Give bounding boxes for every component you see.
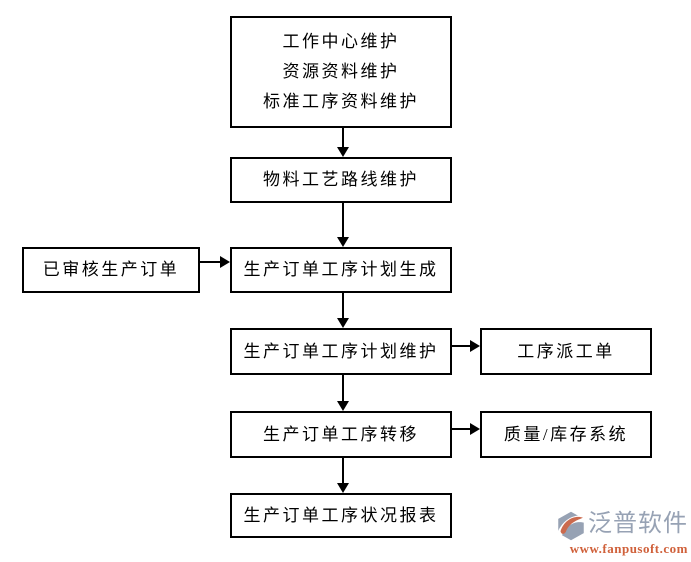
node-routing: 物料工艺路线维护 <box>230 157 452 203</box>
arrow-down-routing-to-plan-generate-icon <box>337 203 349 247</box>
arrow-right-transfer-to-quality-icon <box>452 422 480 435</box>
node-status-report: 生产订单工序状况报表 <box>230 493 452 538</box>
node-dispatch-order-label: 工序派工单 <box>517 341 615 361</box>
node-audited-order-label: 已审核生产订单 <box>42 260 180 279</box>
logo-brand-text: 泛普软件 <box>588 511 688 537</box>
node-status-report-label: 生产订单工序状况报表 <box>243 505 439 525</box>
fanpu-logo-icon <box>556 511 586 541</box>
logo-url-text: www.fanpusoft.com <box>569 541 688 556</box>
node-master-data-line-2: 资源资料维护 <box>282 62 400 81</box>
node-routing-label: 物料工艺路线维护 <box>263 170 419 189</box>
node-plan-maintain: 生产订单工序计划维护 <box>230 328 452 375</box>
node-master-data: 工作中心维护 资源资料维护 标准工序资料维护 <box>230 16 452 128</box>
node-dispatch-order: 工序派工单 <box>480 328 652 375</box>
arrow-down-transfer-to-report-icon <box>337 458 349 493</box>
node-plan-maintain-label: 生产订单工序计划维护 <box>243 341 439 361</box>
arrow-down-plan-generate-to-plan-maintain-icon <box>337 293 349 328</box>
node-quality-inventory: 质量/库存系统 <box>480 411 652 458</box>
node-plan-generate-label: 生产订单工序计划生成 <box>243 260 439 279</box>
arrow-down-master-to-routing-icon <box>337 128 349 157</box>
arrow-down-plan-maintain-to-transfer-icon <box>337 375 349 411</box>
fanpu-logo: 泛普软件 www.fanpusoft.com <box>556 508 688 558</box>
node-audited-order: 已审核生产订单 <box>22 247 200 293</box>
node-transfer-label: 生产订单工序转移 <box>263 424 419 444</box>
arrow-right-plan-maintain-to-dispatch-icon <box>452 339 480 352</box>
node-master-data-line-3: 标准工序资料维护 <box>263 92 419 111</box>
node-plan-generate: 生产订单工序计划生成 <box>230 247 452 293</box>
node-master-data-line-1: 工作中心维护 <box>282 32 400 51</box>
node-transfer: 生产订单工序转移 <box>230 411 452 458</box>
arrow-right-audited-to-plan-generate-icon <box>200 255 230 268</box>
node-quality-inventory-label: 质量/库存系统 <box>503 424 629 444</box>
